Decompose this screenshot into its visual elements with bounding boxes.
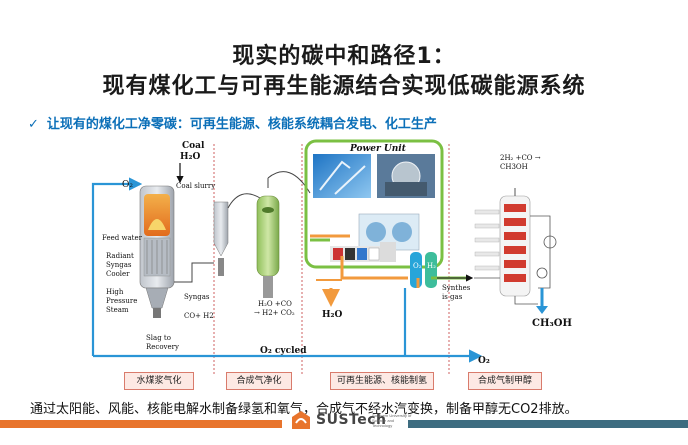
stage-methanol-synthesis: 合成气制甲醇	[468, 372, 542, 390]
label-syngas: Syngas	[184, 293, 210, 301]
footer-bar-left	[0, 420, 282, 428]
gasifier	[139, 185, 175, 318]
electrolyzer	[330, 213, 437, 288]
subtitle: ✓ 让现有的煤化工净零碳：可再生能源、核能系统耦合发电、化工生产	[28, 113, 437, 132]
subtitle-text: 让现有的煤化工净零碳：可再生能源、核能系统耦合发电、化工生产	[46, 117, 437, 132]
logo-text: SUSTech	[316, 412, 387, 428]
label-coal-slurry: Coal slurry	[176, 182, 216, 190]
o2-cycle-line	[91, 177, 483, 363]
label-h2-co2: → H2+ CO₂	[254, 309, 295, 317]
label-o2-left: O₂	[122, 180, 133, 190]
label-o2-cycled: O₂ cycled	[260, 346, 307, 356]
process-diagram: Coal H₂O Coal slurry O₂ Feed water Radia…	[80, 138, 670, 396]
bottom-caption: 通过太阳能、风能、核能电解水制备绿氢和氧气，合成气不经水汽变换，制备甲醇无CO2…	[30, 402, 578, 417]
label-h2o-co: H₂O +CO	[258, 300, 292, 308]
slide-title-line1: 现实的碳中和路径1：	[232, 44, 456, 69]
label-radiant-cooler: Radiant Syngas Cooler	[106, 252, 134, 278]
label-o2-right: O₂	[478, 356, 490, 366]
label-h2-elec: H₂	[427, 262, 436, 270]
logo-subtext: Southern University of Science and Techn…	[372, 413, 412, 428]
label-co-h2: CO+ H2	[184, 312, 214, 320]
label-feed-water: Feed water	[102, 234, 142, 242]
scrubber-vessels	[213, 171, 311, 298]
check-icon: ✓	[28, 117, 39, 132]
label-coal: Coal	[182, 141, 205, 151]
sustech-logo: SUSTech Southern University of Science a…	[286, 409, 411, 433]
methanol-reactor	[474, 188, 557, 314]
label-synthesis-gas: Synthes is gas	[442, 284, 471, 301]
label-o2-elec: O₂	[413, 262, 422, 270]
stage-gasification: 水煤浆气化	[124, 372, 194, 390]
stage-hydrogen-production: 可再生能源、核能制氢	[330, 372, 434, 390]
label-h2o-bottom: H₂O	[322, 310, 343, 320]
footer-bar-right	[408, 420, 688, 428]
process-diagram-graphics	[91, 139, 557, 374]
label-high-pressure-steam: High Pressure Steam	[106, 288, 138, 314]
stage-syngas-purification: 合成气净化	[226, 372, 292, 390]
label-slag-recovery: Slag to Recovery	[146, 334, 179, 351]
orange-pipes	[310, 234, 420, 307]
slide-title-line2: 现有煤化工与可再生能源结合实现低碳能源系统	[102, 74, 586, 99]
label-h2o-top: H₂O	[180, 152, 201, 162]
label-reaction: 2H₂ +CO → CH3OH	[500, 154, 541, 171]
logo-mark-icon	[292, 411, 310, 429]
power-unit-box	[304, 139, 444, 269]
label-ch3oh: CH₃OH	[532, 318, 572, 329]
label-power-unit: Power Unit	[350, 144, 406, 154]
